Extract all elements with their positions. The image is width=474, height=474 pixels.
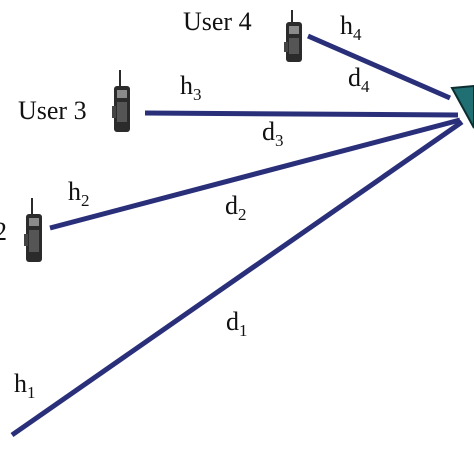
mobile-phone-icon	[284, 10, 302, 62]
d3-label: d3	[262, 117, 284, 150]
mobile-phone-icon	[112, 70, 130, 132]
link-user4	[306, 33, 452, 101]
user3-label: User 3	[18, 96, 87, 125]
h1-label: h1	[14, 369, 36, 402]
d2-label: d2	[225, 191, 247, 224]
user4-label: User 4	[183, 7, 252, 36]
link-user1	[10, 119, 464, 438]
d1-label: d1	[226, 307, 248, 340]
link-user2	[49, 117, 461, 231]
h3-label: h3	[180, 71, 202, 104]
base-station-icon	[450, 84, 474, 129]
h4-label: h4	[340, 11, 362, 44]
user2-label: 2	[0, 217, 7, 246]
link-user3	[144, 110, 459, 118]
h2-label: h2	[68, 177, 90, 210]
d4-label: d4	[348, 63, 370, 96]
mobile-phone-icon	[24, 198, 42, 262]
